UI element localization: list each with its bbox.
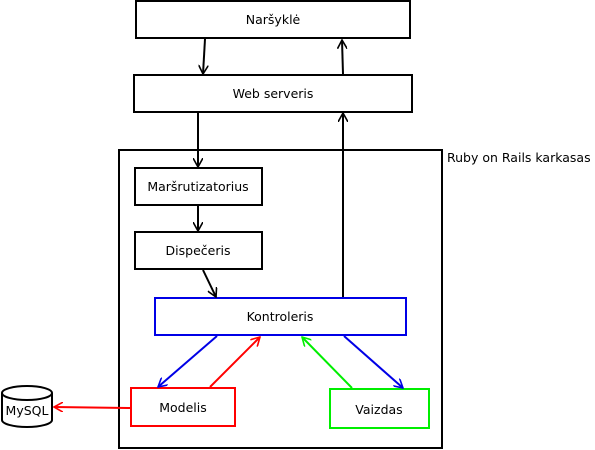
framework-container bbox=[118, 149, 443, 449]
dispatcher-label: Dispečeris bbox=[166, 243, 231, 258]
framework-label: Ruby on Rails karkasas bbox=[447, 150, 591, 165]
router-box bbox=[134, 167, 263, 206]
web-server-label: Web serveris bbox=[233, 86, 314, 101]
controller-label: Kontroleris bbox=[247, 309, 314, 324]
view-label: Vaizdas bbox=[355, 402, 402, 417]
arrow-web-server-to-browser bbox=[342, 40, 343, 75]
arrow-dispatcher-to-controller bbox=[202, 269, 216, 297]
arrow-view-to-controller bbox=[302, 337, 353, 389]
arrow-model-to-database bbox=[54, 407, 131, 408]
arrow-browser-to-web-server bbox=[203, 38, 205, 74]
web-server-box bbox=[133, 74, 413, 113]
arrow-model-to-controller bbox=[209, 337, 260, 388]
database-label: MySQL bbox=[6, 403, 49, 418]
arrow-controller-to-model bbox=[158, 335, 218, 387]
arrow-controller-to-view bbox=[343, 335, 403, 388]
view-box bbox=[329, 388, 430, 429]
browser-label: Naršyklė bbox=[246, 12, 301, 27]
model-label: Modelis bbox=[159, 400, 207, 415]
router-label: Maršrutizatorius bbox=[147, 179, 248, 194]
browser-box bbox=[135, 0, 411, 39]
controller-box bbox=[154, 297, 407, 336]
dispatcher-box bbox=[134, 231, 263, 270]
model-box bbox=[130, 387, 236, 427]
database-icon bbox=[1, 385, 53, 428]
